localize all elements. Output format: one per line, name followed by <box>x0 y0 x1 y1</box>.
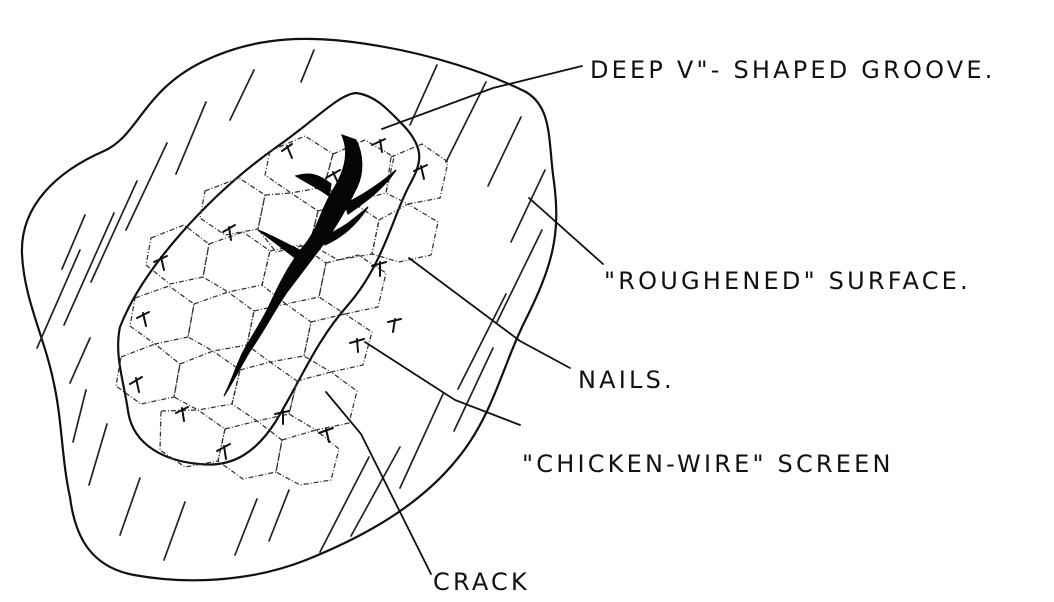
nail-mark <box>130 377 142 392</box>
crack-main <box>224 135 362 396</box>
nail-mark <box>217 444 230 459</box>
hatch-line <box>164 502 185 560</box>
callout-leaders <box>326 66 603 574</box>
nail-mark <box>176 407 188 421</box>
hatch-line <box>351 447 400 536</box>
surface-label: "ROUGHENED" SURFACE. <box>604 267 971 295</box>
wire-cell <box>146 225 209 284</box>
wire-cell <box>174 351 240 410</box>
hatch-line <box>91 181 137 282</box>
wire-cell <box>386 144 448 204</box>
hatch-line <box>497 230 542 322</box>
outer-boundary <box>22 39 556 580</box>
hatch-line <box>269 490 289 541</box>
chicken-wire-screen <box>116 136 448 485</box>
nail-mark <box>137 312 149 326</box>
screen-leader <box>365 342 520 425</box>
hatch-line <box>126 143 167 230</box>
hatch-line <box>301 50 314 82</box>
screen-label: "CHICKEN-WIRE" SCREEN <box>522 450 894 478</box>
callout-labels: DEEP V"- SHAPED GROOVE. "ROUGHENED" SURF… <box>433 56 996 596</box>
hatch-line <box>230 70 254 120</box>
hatch-line <box>37 250 80 348</box>
hatch-line <box>235 499 257 555</box>
nail-mark <box>282 144 292 158</box>
hatch-line <box>73 390 86 442</box>
hatch-line <box>176 102 206 174</box>
wire-cell <box>289 372 357 430</box>
hatch-line <box>320 457 369 552</box>
nails-label: NAILS. <box>578 366 675 394</box>
patch-outline <box>22 39 556 580</box>
hatch-line <box>446 82 486 162</box>
crack-leader <box>326 392 431 574</box>
wire-cell <box>276 430 339 485</box>
hatch-line <box>120 478 140 535</box>
wire-cell <box>372 204 438 262</box>
nail-mark <box>223 225 235 240</box>
hatch-line <box>89 424 107 485</box>
wire-cell <box>304 314 372 372</box>
nail-mark <box>388 319 401 332</box>
nail-mark <box>372 139 385 152</box>
hatch-line <box>458 294 506 389</box>
hatch-line <box>62 215 85 269</box>
hatch-line <box>511 170 545 242</box>
wire-cell <box>188 292 254 351</box>
hatch-line <box>400 394 443 488</box>
wire-cell <box>130 286 194 344</box>
hatch-line <box>70 338 90 383</box>
groove-label: DEEP V"- SHAPED GROOVE. <box>590 56 996 84</box>
wire-cell <box>203 232 270 292</box>
v-shaped-crack <box>224 135 396 396</box>
hatch-line <box>410 65 437 125</box>
nail-mark <box>350 339 364 352</box>
hatch-line <box>488 117 521 186</box>
hatch-line <box>454 348 493 431</box>
surface-leader <box>529 198 603 264</box>
crack-label: CRACK <box>433 568 530 596</box>
hatched-surface <box>37 50 545 560</box>
